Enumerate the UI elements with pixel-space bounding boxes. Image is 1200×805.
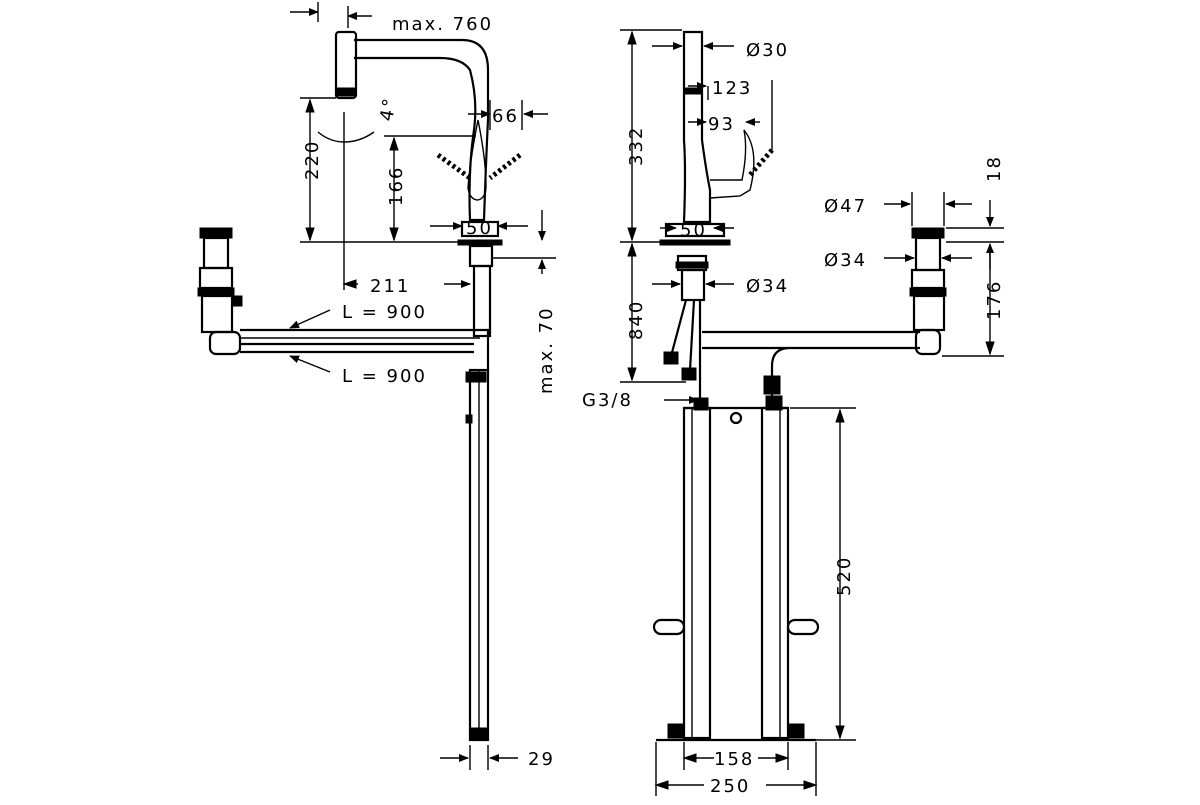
detail-valve-lower	[912, 294, 946, 332]
arrow-158-right	[775, 753, 790, 763]
front-clip-right	[786, 618, 820, 636]
label-29: 29	[528, 749, 555, 770]
side-pipe-top	[240, 328, 490, 370]
front-spout	[682, 30, 712, 224]
label-dia-47: Ø47	[824, 196, 867, 217]
label-220: 220	[302, 140, 323, 180]
side-hose-fitting	[465, 371, 487, 383]
arrow-840-bottom	[627, 367, 637, 382]
arrow-220-top	[305, 98, 315, 113]
leader-hose-bottom	[289, 355, 331, 373]
detail-valve-cap	[911, 227, 945, 239]
label-18: 18	[984, 155, 1005, 182]
dim-angle-arc-right	[343, 131, 375, 143]
side-valve-cap	[199, 227, 233, 239]
side-valve-mid2	[197, 287, 235, 297]
front-foot-right	[787, 723, 805, 739]
arrow-166-bottom	[389, 227, 399, 242]
leader-hose-top	[289, 309, 331, 329]
label-66: 66	[492, 106, 519, 127]
side-valve-mid	[198, 266, 234, 290]
front-bracket-top-fitting-2	[765, 395, 783, 411]
front-bracket-hole	[729, 411, 743, 425]
side-spray-left	[436, 152, 472, 181]
detail-valve-mid2	[909, 287, 947, 297]
label-123: 123	[712, 78, 752, 99]
front-hose-fitting-center	[681, 367, 697, 381]
front-shank-tube	[680, 268, 706, 302]
front-pipe-fitting	[763, 375, 781, 395]
arrow-211-left	[342, 279, 357, 289]
label-211: 211	[370, 276, 410, 297]
front-bracket-left	[682, 406, 712, 740]
side-lever	[467, 119, 487, 201]
label-hose-top: L = 900	[342, 302, 427, 323]
arrow-250-right	[803, 780, 818, 790]
label-93: 93	[708, 114, 735, 135]
front-hose-center	[688, 299, 696, 371]
label-hose-bottom: L = 900	[342, 366, 427, 387]
front-base	[664, 222, 726, 238]
detail-valve-mid	[910, 268, 946, 290]
front-foot-left	[667, 723, 685, 739]
side-view: max. 760 220 4° 166 66 50 211	[197, 2, 557, 770]
side-shank-lower	[472, 264, 492, 338]
front-lever	[709, 129, 755, 199]
front-view: Ø30 332 123 93 50 Ø34 840 G3/8	[582, 29, 920, 797]
arrow-220-bottom	[305, 227, 315, 242]
front-spout-ring	[683, 87, 703, 95]
dim-angle-arc-left	[317, 131, 345, 143]
label-332: 332	[626, 126, 647, 166]
label-detail-dia-34: Ø34	[824, 250, 867, 271]
side-hose-clip	[465, 414, 473, 424]
arrow-250-left	[654, 780, 669, 790]
label-158: 158	[714, 749, 754, 770]
arrow-332-bottom	[627, 227, 637, 242]
side-base-plate	[457, 239, 503, 246]
side-shank	[468, 244, 494, 268]
arrow-332-top	[627, 30, 637, 45]
label-thread: G3/8	[582, 390, 633, 411]
front-clip-left	[652, 618, 686, 636]
label-max-70: max. 70	[536, 306, 557, 394]
label-max-reach: max. 760	[392, 14, 493, 35]
label-dia-30: Ø30	[746, 40, 789, 61]
label-side-50: 50	[466, 218, 493, 239]
label-166: 166	[386, 166, 407, 206]
side-spray-head-ring	[335, 87, 357, 97]
front-bracket-right	[760, 406, 790, 740]
label-176: 176	[984, 280, 1005, 320]
side-spray-right	[488, 153, 522, 180]
side-valve-elbow	[208, 330, 242, 356]
label-520: 520	[834, 556, 855, 596]
arrow-176-bottom	[985, 341, 995, 356]
side-spray-head	[334, 30, 358, 100]
arrow-840-top	[627, 242, 637, 257]
label-front-50: 50	[680, 220, 707, 241]
detail-valve-elbow	[914, 328, 942, 356]
front-shank-nut	[675, 261, 709, 269]
side-valve-lower	[200, 294, 234, 334]
arrow-520-bottom	[835, 725, 845, 740]
detail-view: Ø47 Ø34 18 176	[824, 155, 1005, 357]
label-840: 840	[626, 300, 647, 340]
label-angle: 4°	[376, 95, 401, 123]
side-hose-end	[469, 727, 489, 741]
side-valve-knob	[231, 295, 243, 307]
label-250: 250	[710, 776, 750, 797]
side-valve-body	[202, 236, 230, 270]
label-front-dia-34: Ø34	[746, 276, 789, 297]
side-spout	[354, 38, 490, 222]
arrow-166-top	[389, 136, 399, 151]
arrow-520-top	[835, 408, 845, 423]
front-hose-fitting-left	[663, 351, 679, 365]
detail-valve-body	[914, 236, 942, 272]
arrow-158-left	[682, 753, 697, 763]
front-hose-left	[668, 299, 688, 361]
front-pipe-horizontal-2	[702, 346, 791, 400]
